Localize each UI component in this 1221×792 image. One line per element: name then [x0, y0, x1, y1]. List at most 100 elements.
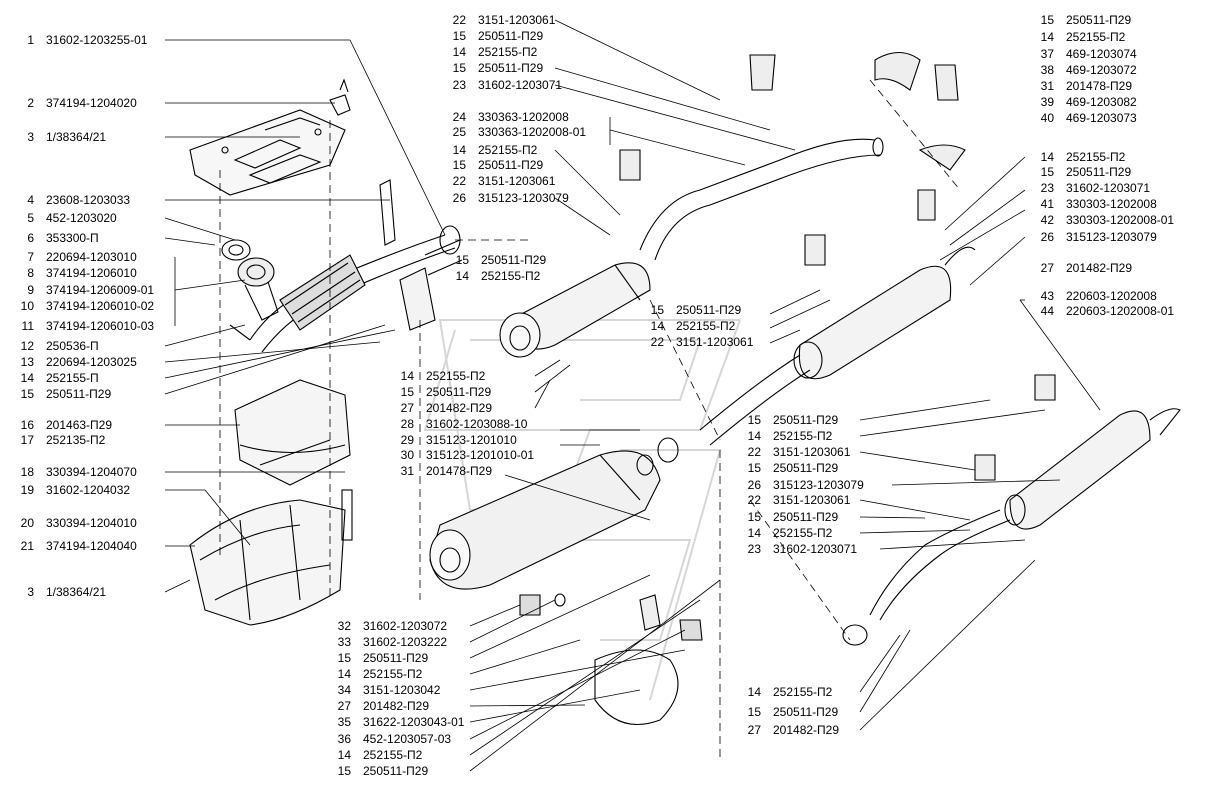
callout-number: 14 — [20, 371, 34, 385]
part-code: 31602-1204032 — [46, 483, 131, 497]
part-code: 330363-1202008 — [478, 110, 569, 124]
callout-number: 36 — [337, 732, 351, 746]
part-code: 252155-П2 — [1066, 30, 1126, 44]
part-code: 31602-1203072 — [363, 619, 448, 633]
callout-number: 12 — [20, 339, 34, 353]
part-code: 31602-1203071 — [1066, 181, 1151, 195]
part-code: 201463-П29 — [46, 418, 113, 432]
callout-number: 26 — [452, 191, 466, 205]
callout-number: 15 — [650, 303, 664, 317]
callout-number: 39 — [1040, 95, 1054, 109]
part-code: 374194-1204040 — [46, 539, 137, 553]
part-code: 252135-П2 — [46, 433, 106, 447]
part-code: 374194-1204020 — [46, 96, 137, 110]
part-code: 315123-1203079 — [773, 478, 864, 492]
part-code: 250511-П29 — [1066, 13, 1132, 27]
callout-number: 31 — [1040, 79, 1054, 93]
part-code: 250511-П29 — [676, 303, 742, 317]
part-code: 252155-П2 — [478, 143, 538, 157]
part-code: 201478-П29 — [1066, 79, 1133, 93]
part-code: 250511-П29 — [478, 158, 544, 172]
part-code: 252155-П2 — [426, 369, 486, 383]
callout-number: 22 — [452, 13, 466, 27]
callout-number: 25 — [452, 125, 466, 139]
callout-number: 27 — [747, 723, 761, 737]
heat-shield-lower-2 — [189, 489, 353, 626]
callout-number: 14 — [747, 685, 761, 699]
strap-clamp — [519, 593, 703, 725]
part-code: 250511-П29 — [773, 705, 839, 719]
callout-number: 4 — [27, 193, 34, 207]
callout-number: 15 — [337, 764, 351, 778]
callout-number: 44 — [1040, 304, 1054, 318]
rear-muffler — [842, 408, 1181, 646]
part-code: 330363-1202008-01 — [478, 125, 587, 139]
callout-number: 27 — [1040, 261, 1054, 275]
callout-number: 15 — [1040, 165, 1054, 179]
callout-number: 14 — [452, 143, 466, 157]
hanger-brackets — [619, 51, 1056, 481]
callout-number: 34 — [337, 683, 351, 697]
part-code: 250511-П29 — [773, 413, 839, 427]
part-code: 23608-1203033 — [46, 193, 131, 207]
part-code: 353300-П — [46, 231, 99, 245]
part-code: 220603-1202008 — [1066, 289, 1157, 303]
callout-number: 32 — [337, 619, 351, 633]
part-code: 3151-1203061 — [676, 335, 754, 349]
callout-number: 15 — [747, 510, 761, 524]
part-code: 250511-П29 — [478, 29, 544, 43]
part-code: 469-1203082 — [1066, 95, 1137, 109]
callout-number: 42 — [1040, 213, 1054, 227]
callout-number: 16 — [20, 418, 34, 432]
part-code: 31602-1203088-10 — [426, 417, 528, 431]
part-code: 252155-П2 — [363, 748, 423, 762]
callout-16: 16 201463-П29 — [14, 418, 112, 432]
callout-42: 42 330303-1202008-01 — [1030, 213, 1174, 227]
callout-number: 7 — [27, 250, 34, 264]
callout-number: 38 — [1040, 63, 1054, 77]
main-muffler — [429, 437, 679, 590]
callout-32: 32 31602-1203072 — [327, 619, 447, 633]
part-code: 469-1203073 — [1066, 111, 1137, 125]
part-code: 330303-1202008-01 — [1066, 213, 1175, 227]
callout-number: 14 — [1040, 150, 1054, 164]
part-code: 374194-1206010-02 — [46, 299, 155, 313]
part-code: 250511-П29 — [478, 61, 544, 75]
callout-number: 14 — [747, 429, 761, 443]
callout-number: 15 — [1040, 13, 1054, 27]
callout-number: 14 — [1040, 30, 1054, 44]
part-code: 220694-1203025 — [46, 355, 137, 369]
callout-number: 23 — [452, 78, 466, 92]
part-code: 469-1203074 — [1066, 47, 1137, 61]
